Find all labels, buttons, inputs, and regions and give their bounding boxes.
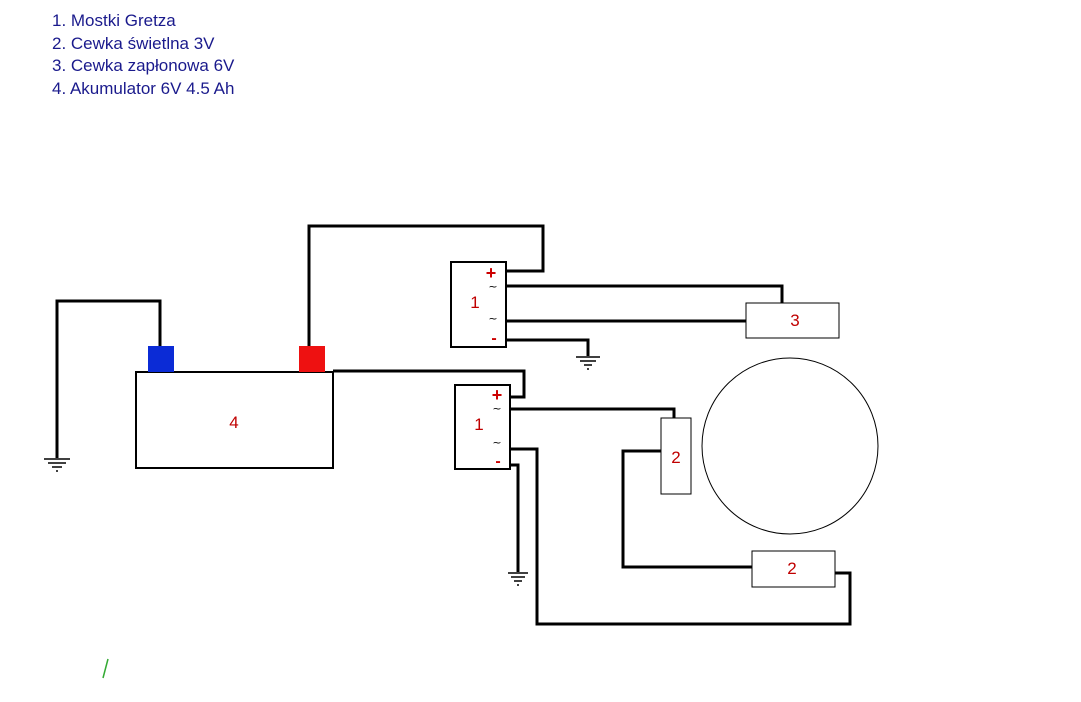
- wire-battery-positive-to-top-bridge: [307, 224, 545, 347]
- bridge-top-ac2-symbol: ~: [488, 312, 497, 325]
- legend-item-bridge: 1. Mostki Gretza: [52, 11, 176, 30]
- wire-bottom-bridge-minus-to-ground: [510, 463, 520, 572]
- ground-symbol-top-bridge: [576, 356, 600, 370]
- stray-green-stroke: [102, 658, 109, 679]
- legend-item-ignition-coil: 3. Cewka zapłonowa 6V: [52, 56, 235, 75]
- wire-top-bridge-minus-to-ground: [506, 338, 590, 356]
- ground-symbol-bottom-bridge: [508, 572, 528, 586]
- ground-symbol-left: [44, 458, 70, 472]
- ignition-coil-label: 3: [790, 311, 799, 330]
- bridge-rectifier-top: [450, 261, 507, 348]
- battery-negative-terminal: [148, 346, 174, 372]
- flywheel-circle: [701, 357, 879, 535]
- bridge-bottom-label: 1: [474, 415, 483, 434]
- bridge-bottom-minus-symbol: -: [495, 453, 500, 470]
- battery-positive-terminal: [299, 346, 325, 372]
- wire-light-coil-to-light-coil: [621, 449, 752, 569]
- bridge-bottom-plus-symbol: +: [492, 385, 503, 405]
- legend-item-battery: 4. Akumulator 6V 4.5 Ah: [52, 78, 235, 98]
- bridge-top-label: 1: [470, 293, 479, 312]
- bridge-bottom-ac1-symbol: ~: [492, 402, 501, 415]
- wire-battery-positive-to-bottom-bridge: [333, 369, 526, 399]
- wire-bottom-bridge-ac2-to-light-coil: [510, 447, 852, 626]
- light-coil-horizontal: [751, 550, 836, 588]
- battery-body: [135, 371, 334, 469]
- legend-item-light-coil: 2. Cewka świetlna 3V: [52, 33, 215, 53]
- wire-top-bridge-ac1-to-ignition-coil: [506, 284, 784, 303]
- bridge-rectifier-bottom: [454, 384, 511, 470]
- ignition-coil: [745, 302, 840, 339]
- legend-list: 1. Mostki Gretza 2. Cewka świetlna 3V 3.…: [52, 10, 234, 100]
- light-coil-vertical: [660, 417, 692, 495]
- bridge-top-minus-symbol: -: [491, 330, 496, 347]
- battery-label: 4: [229, 413, 238, 432]
- wire-bottom-bridge-ac1-to-light-coil: [510, 407, 676, 418]
- wire-battery-negative-to-ground: [55, 299, 162, 458]
- light-coil-horizontal-label: 2: [787, 559, 796, 578]
- bridge-bottom-ac2-symbol: ~: [492, 436, 501, 449]
- wires: [55, 224, 852, 626]
- bridge-top-ac1-symbol: ~: [488, 280, 497, 293]
- bridge-top-plus-symbol: +: [486, 263, 497, 283]
- light-coil-vertical-label: 2: [671, 448, 680, 467]
